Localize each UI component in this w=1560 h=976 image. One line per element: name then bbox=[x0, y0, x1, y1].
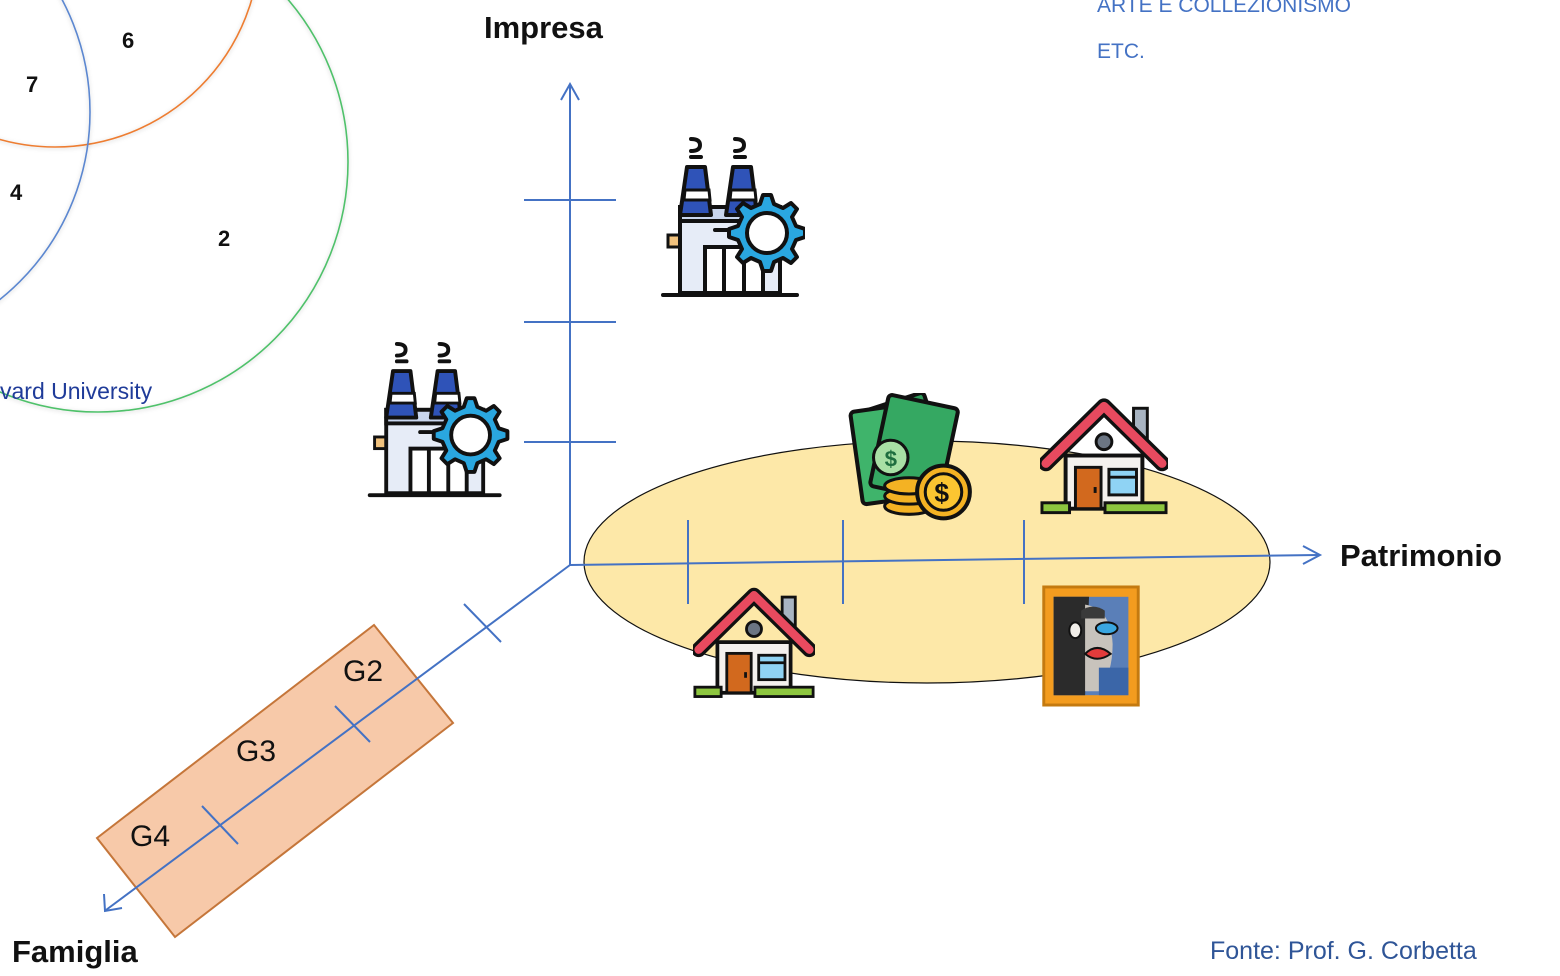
venn-number: 6 bbox=[122, 28, 135, 53]
source-credit: Fonte: Prof. G. Corbetta bbox=[1210, 937, 1477, 965]
famiglia-tick bbox=[463, 603, 502, 643]
famiglia-arrowhead bbox=[103, 893, 123, 913]
venn-number: 4 bbox=[10, 180, 23, 205]
impresa-axis-label: Impresa bbox=[484, 10, 603, 45]
asset-list-item: ARTE E COLLEZIONISMO bbox=[1097, 0, 1351, 17]
venn-diagram bbox=[0, 0, 349, 413]
famiglia-tick bbox=[201, 805, 239, 845]
venn-circle-blue bbox=[0, 0, 91, 301]
factory-icon bbox=[367, 341, 510, 498]
axes bbox=[103, 81, 1323, 913]
generation-label: G2 bbox=[343, 655, 384, 688]
venn-caption: vard University bbox=[0, 378, 153, 404]
venn-circle-green bbox=[0, 0, 349, 413]
famiglia-axis-label: Famiglia bbox=[12, 934, 138, 969]
asset-list-item: ETC. bbox=[1097, 40, 1145, 63]
patrimonio-axis bbox=[569, 554, 1319, 566]
patrimonio-arrowhead bbox=[1302, 545, 1323, 565]
venn-number: 2 bbox=[218, 226, 231, 251]
generation-label: G3 bbox=[236, 735, 277, 768]
famiglia-axis bbox=[105, 564, 571, 911]
famiglia-band bbox=[95, 623, 455, 939]
factory-icon bbox=[661, 137, 805, 297]
generation-label: G4 bbox=[130, 820, 171, 853]
venn-circle-orange bbox=[0, 0, 253, 148]
venn-number: 7 bbox=[26, 72, 39, 97]
impresa-arrowhead bbox=[560, 81, 580, 101]
famiglia-tick bbox=[334, 705, 371, 743]
patrimonio-axis-label: Patrimonio bbox=[1340, 538, 1502, 573]
painting-icon bbox=[1042, 585, 1140, 707]
